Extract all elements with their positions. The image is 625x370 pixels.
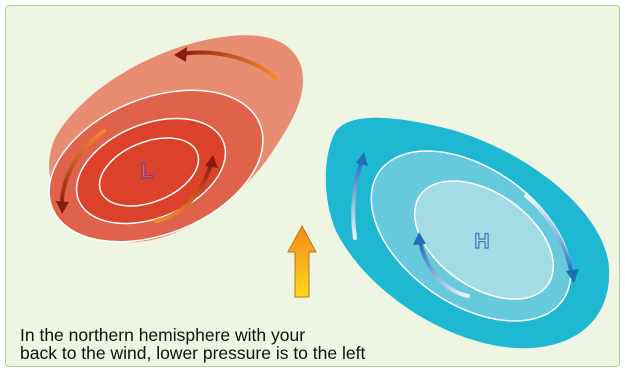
- diagram-panel: L H In the northern hemisphere with your…: [5, 5, 620, 367]
- wind-direction-arrow: [287, 224, 317, 298]
- up-arrow-icon: [287, 224, 317, 298]
- low-core-ring: [98, 137, 200, 207]
- high-inner-ring: [413, 180, 555, 300]
- low-arrowhead-top: [174, 47, 187, 62]
- high-arrowhead-right: [566, 269, 579, 283]
- low-inner-ring: [75, 117, 227, 225]
- high-circulation-arrow-left: [351, 159, 364, 240]
- high-circulation-arrow-inner: [418, 239, 470, 298]
- low-circulation-arrow-right: [154, 162, 213, 223]
- low-pressure-label: L: [141, 160, 154, 183]
- high-arrowhead-inner: [413, 232, 426, 245]
- high-arrowhead-left: [356, 152, 368, 166]
- high-pressure-label: H: [474, 230, 489, 253]
- caption-line-2: back to the wind, lower pressure is to t…: [20, 343, 366, 363]
- high-circulation-arrow-right: [524, 194, 574, 276]
- low-arrowhead-left: [56, 201, 69, 214]
- caption-line-1: In the northern hemisphere with your: [20, 325, 306, 345]
- low-circulation-arrow-left: [59, 129, 106, 208]
- high-pressure-system: H: [325, 117, 610, 349]
- caption: In the northern hemisphere with your bac…: [20, 326, 365, 362]
- low-arrowhead-right: [205, 155, 218, 168]
- low-circulation-arrow-top: [179, 50, 278, 80]
- pressure-systems-diagram: L H: [48, 35, 610, 349]
- low-pressure-system: L: [48, 35, 304, 243]
